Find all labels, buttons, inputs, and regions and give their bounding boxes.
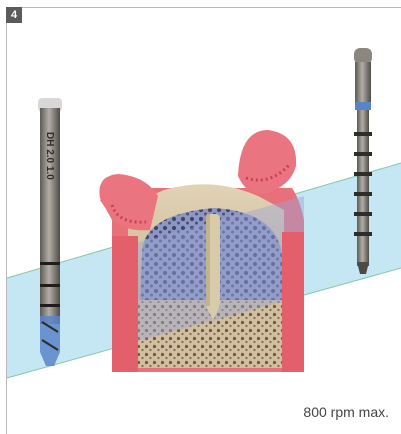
bone-block [99, 130, 304, 372]
speed-limit-label: 800 rpm max. [303, 404, 389, 420]
drill-engraving: DH 2.0 1.0 [44, 132, 55, 180]
twist-drill: DH 2.0 1.0 [38, 98, 62, 366]
